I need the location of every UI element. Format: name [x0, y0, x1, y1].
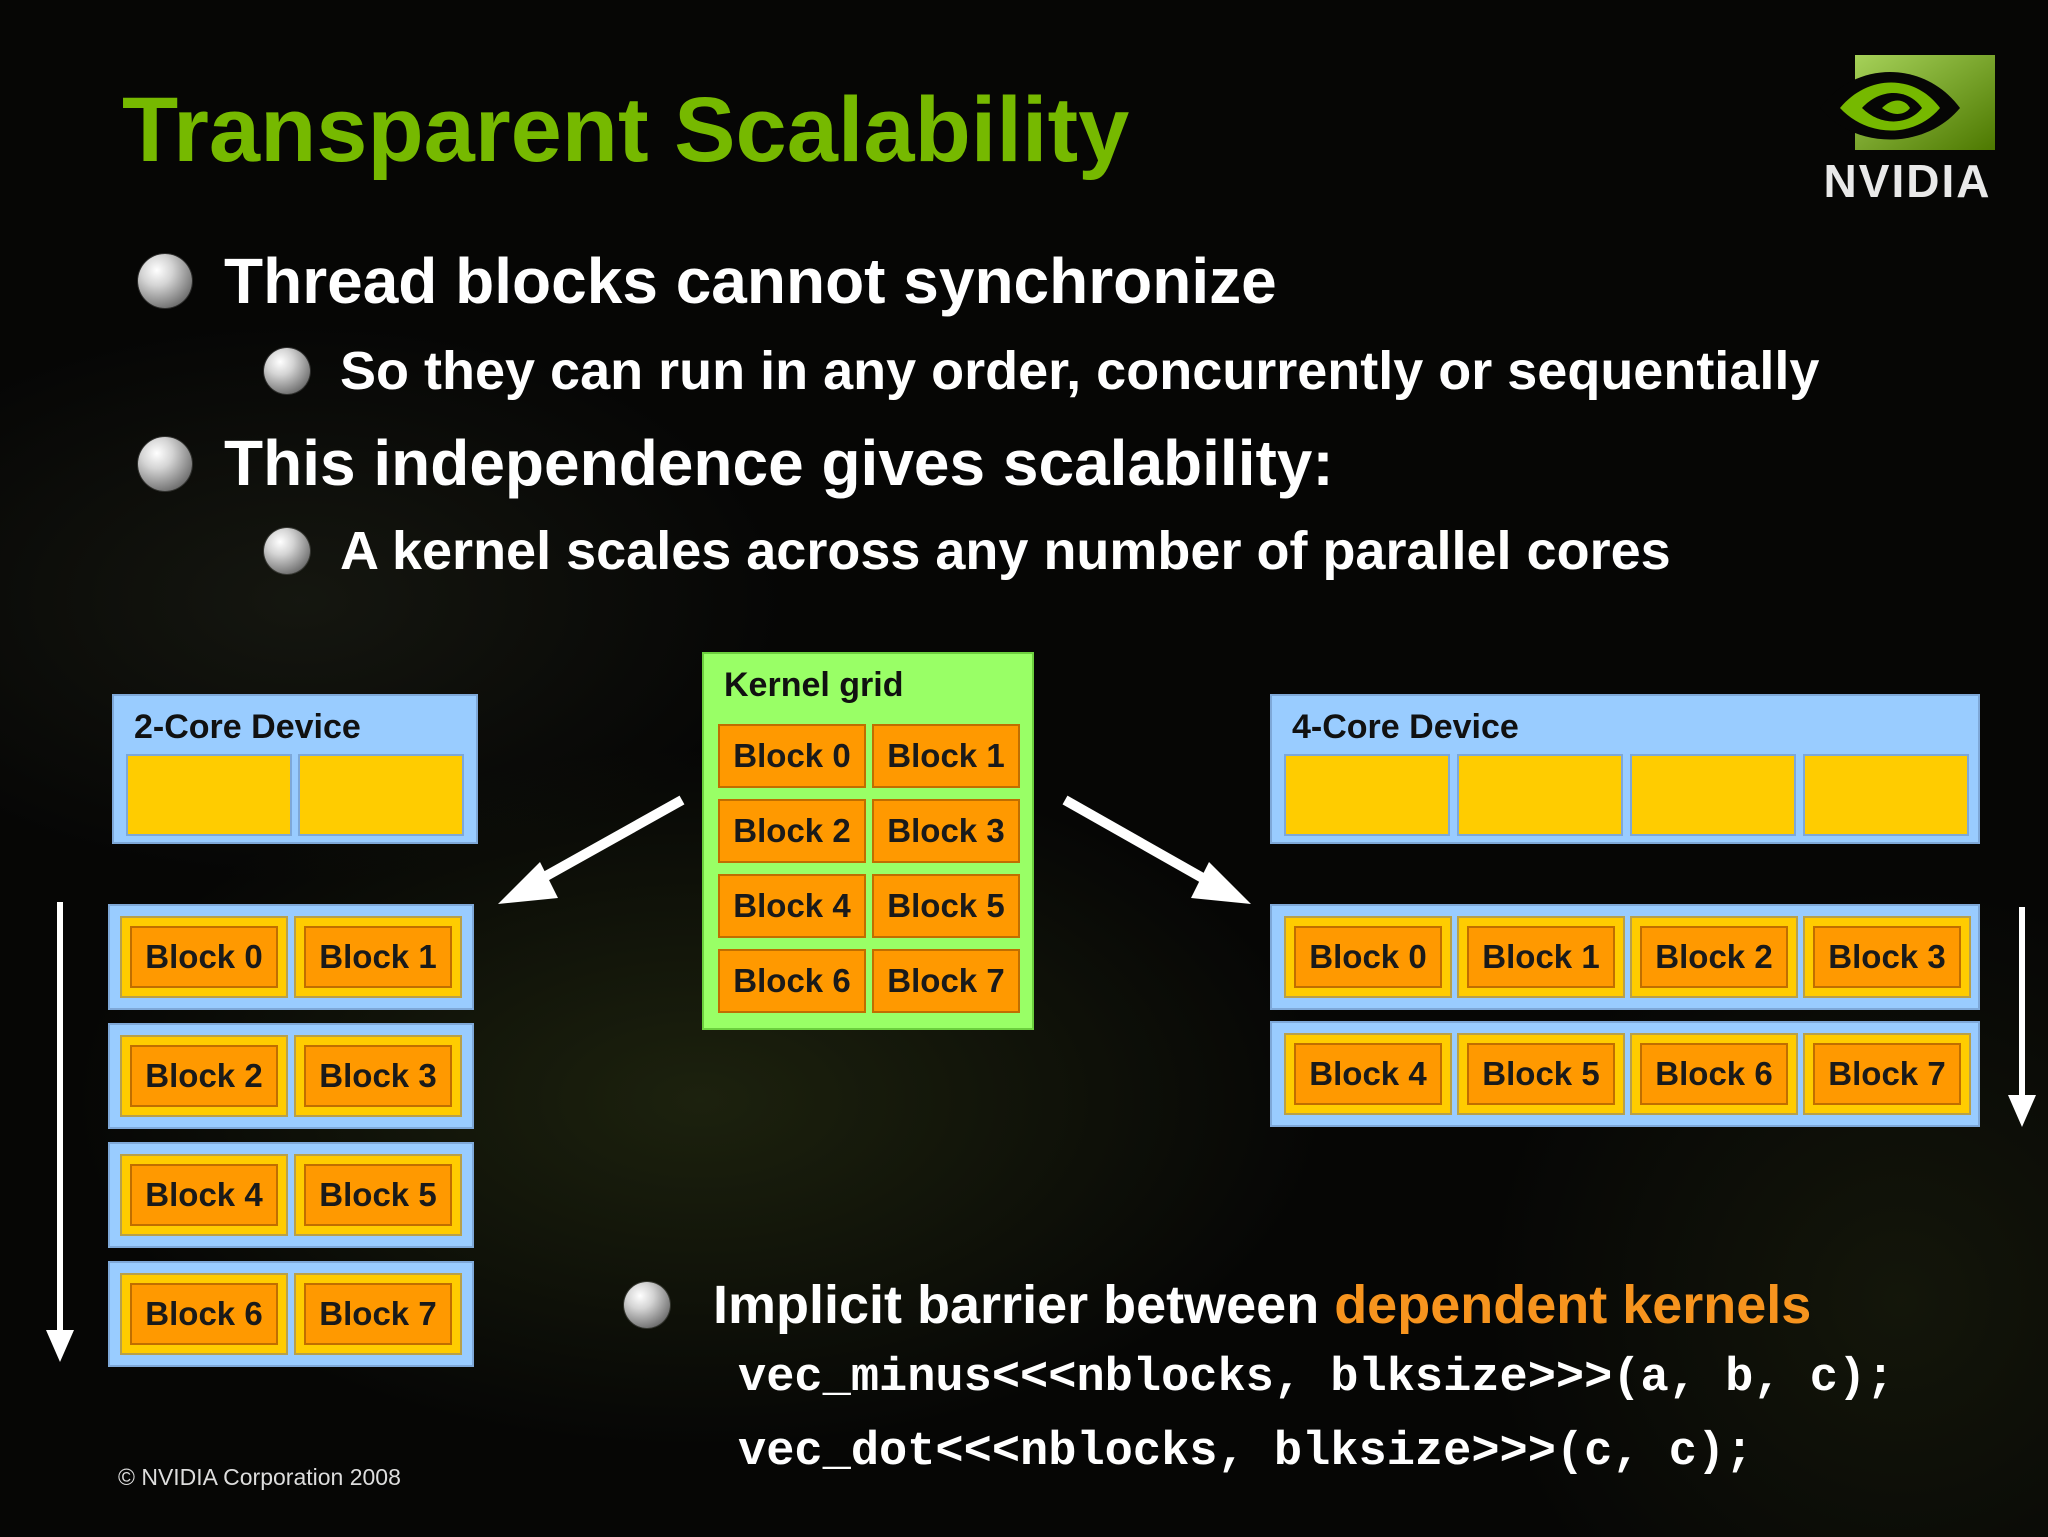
code-line-1: vec_minus<<<nblocks, blksize>>>(a, b, c)…: [738, 1352, 1895, 1405]
arrow-to-4core-icon: [1062, 795, 1251, 904]
block-frame: Block 4: [120, 1154, 288, 1236]
core-slot: [1803, 754, 1969, 836]
block-frame: Block 2: [120, 1035, 288, 1117]
kernel-grid-label: Kernel grid: [724, 666, 904, 704]
time-arrow-icon: [2008, 907, 2036, 1127]
block-frame: Block 7: [1803, 1033, 1971, 1115]
two-core-row: Block 4 Block 5: [108, 1142, 474, 1248]
block: Block 2: [130, 1045, 278, 1107]
barrier-bullet: Implicit barrier between dependent kerne…: [713, 1274, 1811, 1336]
slide-title: Transparent Scalability: [122, 79, 1130, 181]
kernel-block: Block 4: [718, 874, 866, 938]
nvidia-wordmark: NVIDIA: [1823, 155, 1992, 207]
block: Block 0: [1294, 926, 1442, 988]
block-frame: Block 1: [1457, 916, 1625, 998]
kernel-block: Block 3: [872, 799, 1020, 863]
block-frame: Block 0: [120, 916, 288, 998]
nvidia-logo: NVIDIA: [1800, 50, 2015, 210]
block-frame: Block 5: [1457, 1033, 1625, 1115]
code-line-2: vec_dot<<<nblocks, blksize>>>(c, c);: [738, 1426, 1754, 1479]
four-core-device: 4-Core Device: [1270, 694, 1980, 844]
kernel-block: Block 7: [872, 949, 1020, 1013]
two-core-row: Block 2 Block 3: [108, 1023, 474, 1129]
two-core-row: Block 6 Block 7: [108, 1261, 474, 1367]
copyright-text: © NVIDIA Corporation 2008: [118, 1464, 401, 1490]
bullet-icon: [624, 1282, 670, 1328]
bullet-text-2: So they can run in any order, concurrent…: [340, 341, 1820, 401]
block: Block 3: [1813, 926, 1961, 988]
nvidia-eye-icon: [1820, 55, 1995, 150]
bullet-icon: [138, 437, 192, 491]
block: Block 6: [1640, 1043, 1788, 1105]
block-frame: Block 6: [120, 1273, 288, 1355]
block-frame: Block 4: [1284, 1033, 1452, 1115]
bullet-text-4: A kernel scales across any number of par…: [340, 521, 1671, 581]
kernel-grid: Kernel grid Block 0 Block 1 Block 2 Bloc…: [702, 652, 1034, 1030]
four-core-device-label: 4-Core Device: [1292, 708, 1519, 746]
two-core-device-label: 2-Core Device: [134, 708, 361, 746]
arrow-to-2core-icon: [498, 795, 685, 904]
block: Block 3: [304, 1045, 452, 1107]
core-slot: [126, 754, 292, 836]
block: Block 2: [1640, 926, 1788, 988]
block: Block 5: [304, 1164, 452, 1226]
time-arrow-icon: [46, 902, 74, 1362]
kernel-block: Block 5: [872, 874, 1020, 938]
block: Block 6: [130, 1283, 278, 1345]
four-core-row: Block 4 Block 5 Block 6 Block 7: [1270, 1021, 1980, 1127]
block: Block 0: [130, 926, 278, 988]
two-core-device: 2-Core Device: [112, 694, 478, 844]
core-slot: [1284, 754, 1450, 836]
bullet-icon: [138, 254, 192, 308]
kernel-block: Block 1: [872, 724, 1020, 788]
two-core-row: Block 0 Block 1: [108, 904, 474, 1010]
kernel-block: Block 0: [718, 724, 866, 788]
four-core-row: Block 0 Block 1 Block 2 Block 3: [1270, 904, 1980, 1010]
bullet-icon: [264, 348, 310, 394]
core-slot: [298, 754, 464, 836]
barrier-highlight: dependent kernels: [1334, 1275, 1812, 1335]
block-frame: Block 3: [1803, 916, 1971, 998]
kernel-block: Block 6: [718, 949, 866, 1013]
kernel-block: Block 2: [718, 799, 866, 863]
block-frame: Block 0: [1284, 916, 1452, 998]
block: Block 4: [1294, 1043, 1442, 1105]
block: Block 1: [1467, 926, 1615, 988]
barrier-text: Implicit barrier between: [713, 1275, 1335, 1335]
block-frame: Block 6: [1630, 1033, 1798, 1115]
bullet-icon: [264, 528, 310, 574]
block: Block 1: [304, 926, 452, 988]
block-frame: Block 7: [294, 1273, 462, 1355]
block: Block 7: [304, 1283, 452, 1345]
block: Block 5: [1467, 1043, 1615, 1105]
block-frame: Block 1: [294, 916, 462, 998]
core-slot: [1630, 754, 1796, 836]
core-slot: [1457, 754, 1623, 836]
block: Block 4: [130, 1164, 278, 1226]
bullet-text-3: This independence gives scalability:: [224, 427, 1334, 499]
block-frame: Block 2: [1630, 916, 1798, 998]
block-frame: Block 5: [294, 1154, 462, 1236]
block: Block 7: [1813, 1043, 1961, 1105]
block-frame: Block 3: [294, 1035, 462, 1117]
bullet-text-1: Thread blocks cannot synchronize: [224, 245, 1277, 317]
